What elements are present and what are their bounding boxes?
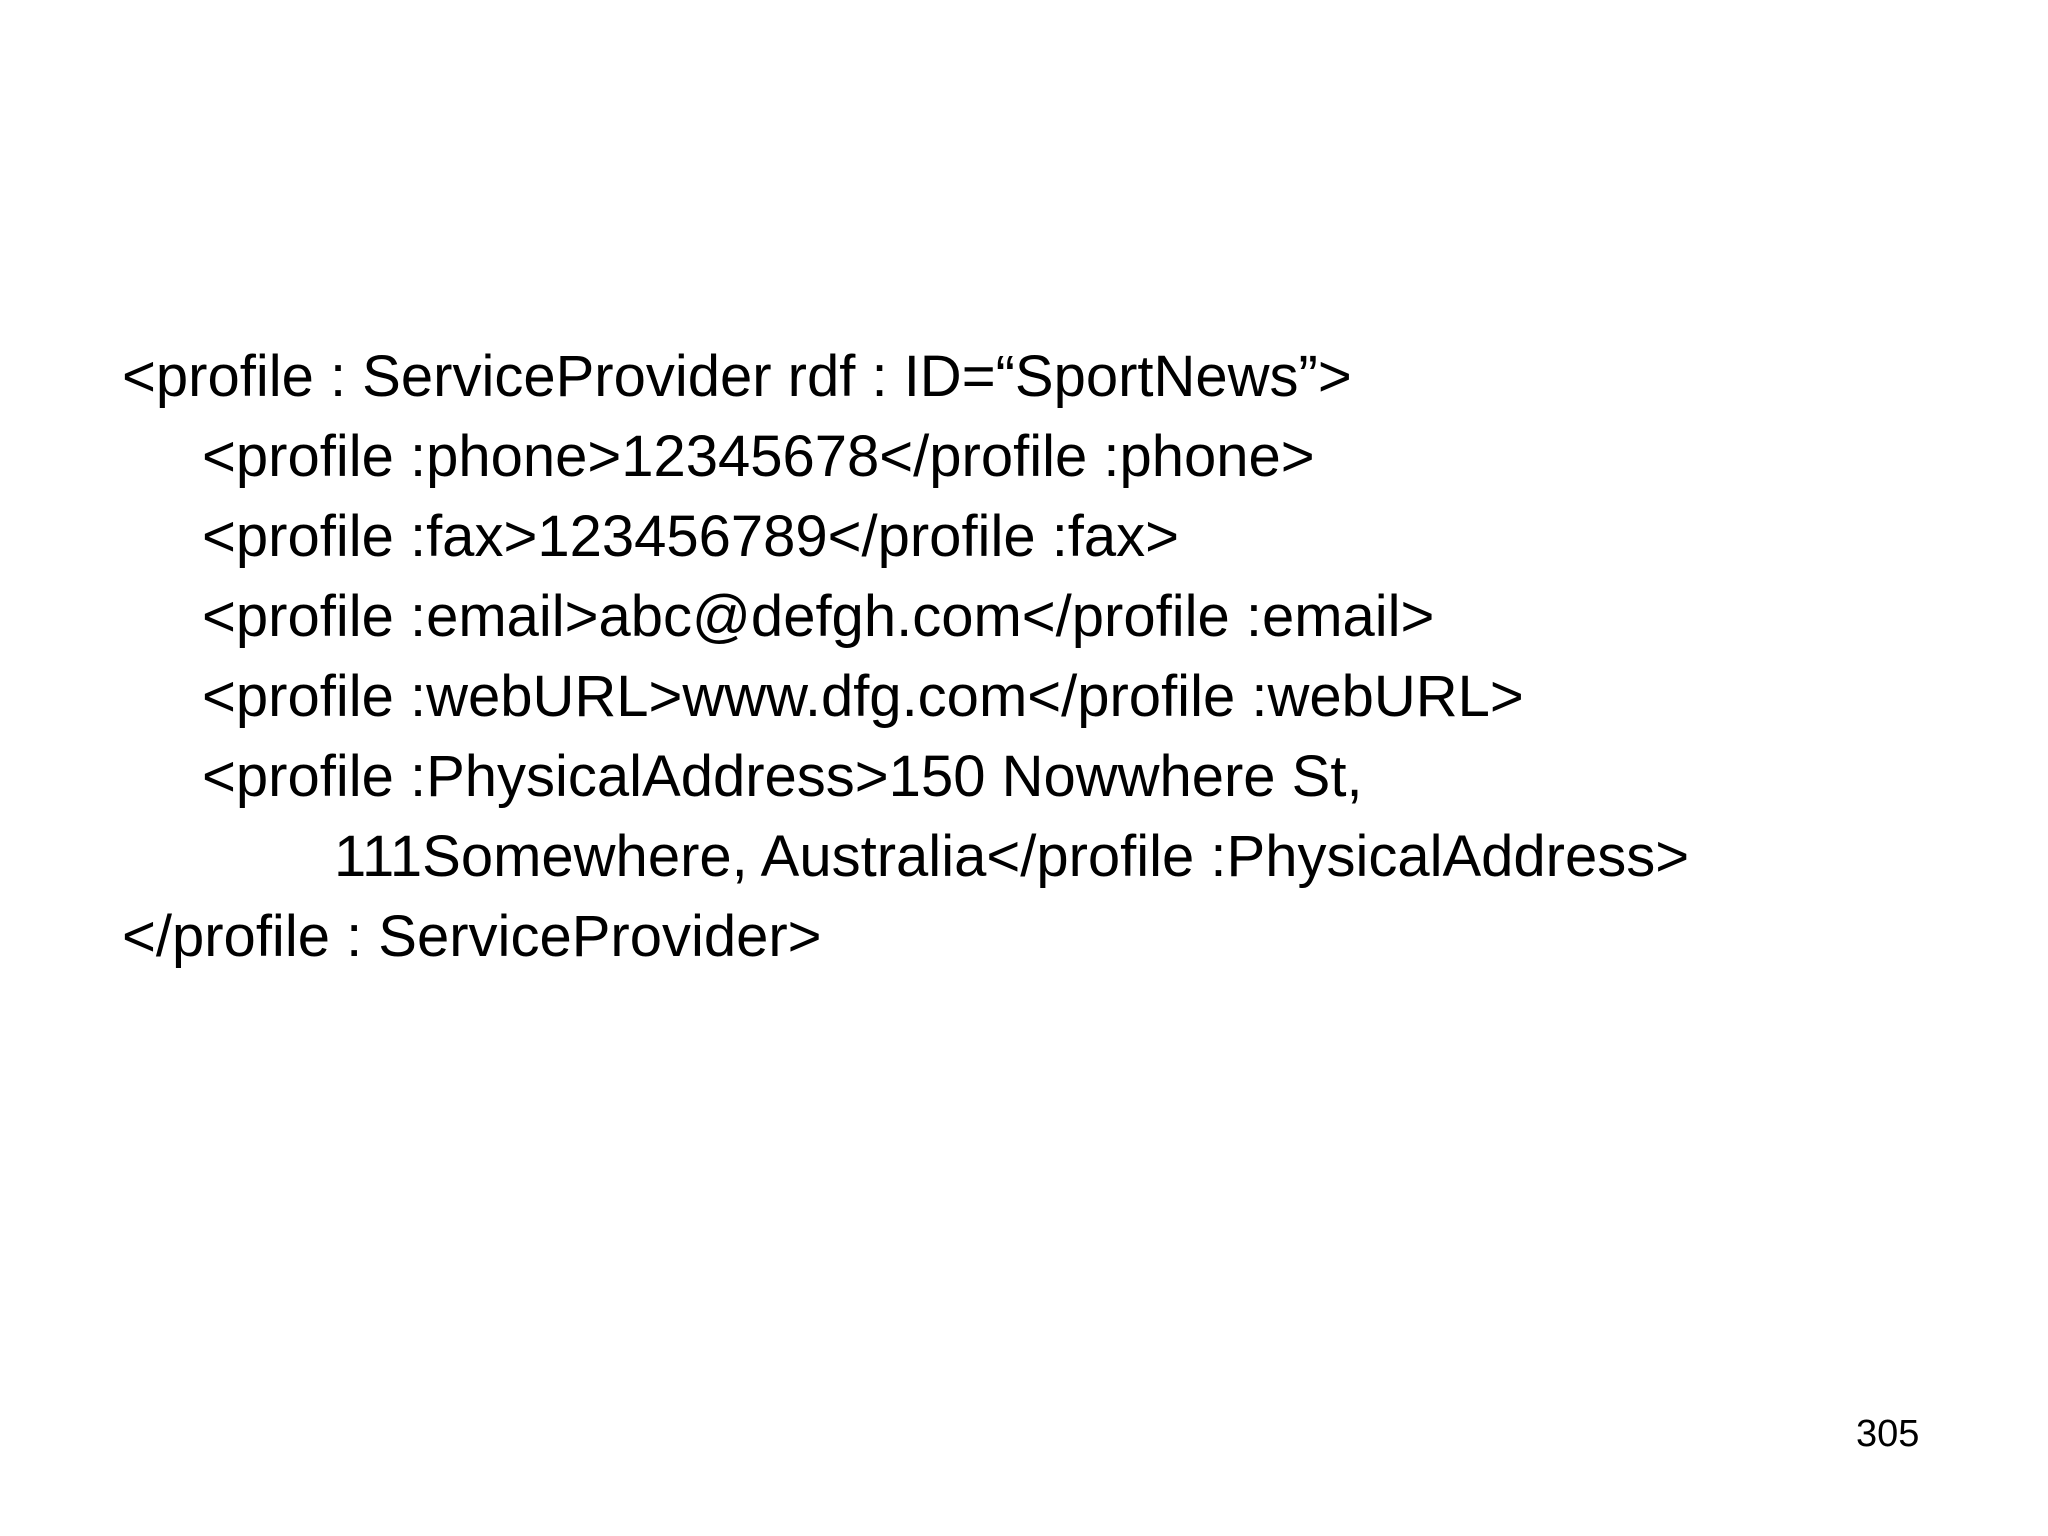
code-line: </profile : ServiceProvider> [122,904,822,969]
code-line: 111Somewhere, Australia</profile :Physic… [334,824,1690,889]
page-number: 305 [1856,1413,1920,1455]
code-line: <profile :webURL>www.dfg.com</profile :w… [202,664,1524,729]
code-line: <profile :fax>123456789</profile :fax> [202,504,1180,569]
code-line: <profile :phone>12345678</profile :phone… [202,424,1315,489]
code-line: <profile : ServiceProvider rdf : ID=“Spo… [122,344,1352,409]
code-line: <profile :email>abc@defgh.com</profile :… [202,584,1435,649]
code-line: <profile :PhysicalAddress>150 Nowwhere S… [202,744,1363,809]
code-block: <profile : ServiceProvider rdf : ID=“Spo… [122,337,1689,977]
